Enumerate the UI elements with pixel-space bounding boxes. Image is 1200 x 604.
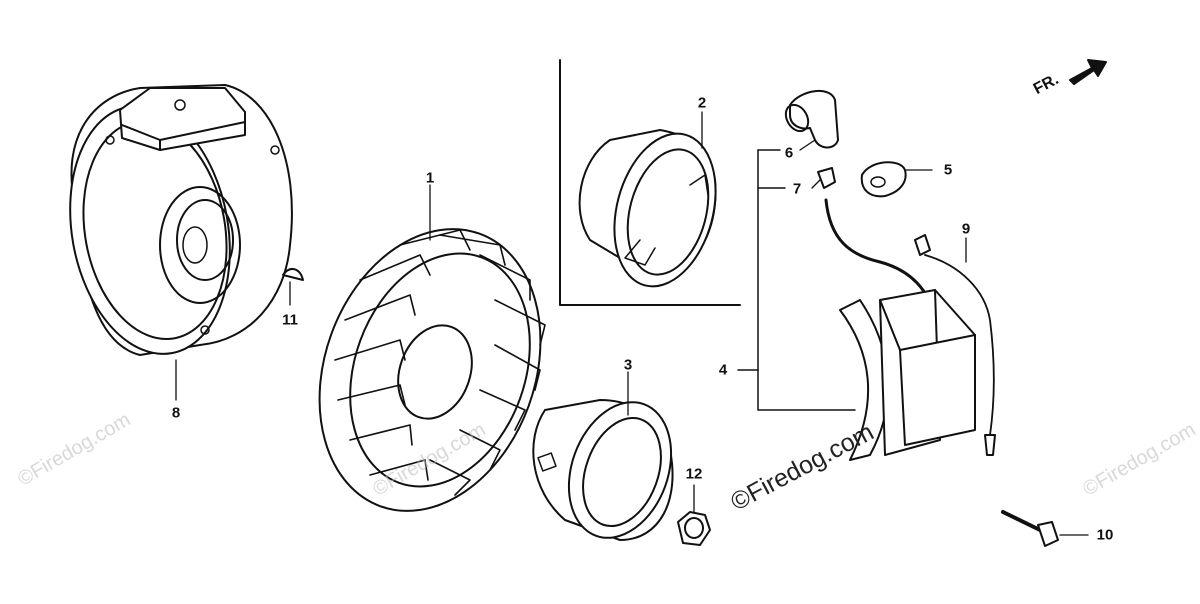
starter-pulley-part: [532, 371, 674, 541]
fan-cover-part: [559, 59, 741, 306]
callout-4: 4: [718, 361, 728, 379]
leader-lines: [175, 139, 821, 401]
callout-7: 7: [792, 180, 802, 198]
nut-part: [677, 484, 711, 546]
key-part: [282, 268, 304, 281]
callout-6: 6: [784, 144, 794, 162]
flywheel-part: [69, 84, 293, 356]
plug-cap-part: [784, 89, 839, 149]
stop-switch-wire-part: [914, 234, 996, 456]
callout-1: 1: [425, 169, 435, 187]
ignition-coil-part: [824, 198, 976, 461]
terminal-part: [817, 167, 836, 189]
callout-2: 2: [697, 94, 707, 112]
bolt-part: [1001, 510, 1089, 547]
callout-9: 9: [961, 220, 971, 238]
cooling-fan-part: [318, 228, 546, 512]
callout-5: 5: [943, 161, 953, 179]
callout-bracket: [737, 149, 856, 411]
callout-11: 11: [282, 311, 298, 329]
callout-8: 8: [171, 404, 181, 422]
callout-12: 12: [685, 465, 703, 483]
front-direction-arrow-icon: [1069, 59, 1107, 85]
callout-10: 10: [1096, 526, 1114, 544]
grommet-part: [860, 161, 933, 198]
callout-3: 3: [623, 356, 633, 374]
